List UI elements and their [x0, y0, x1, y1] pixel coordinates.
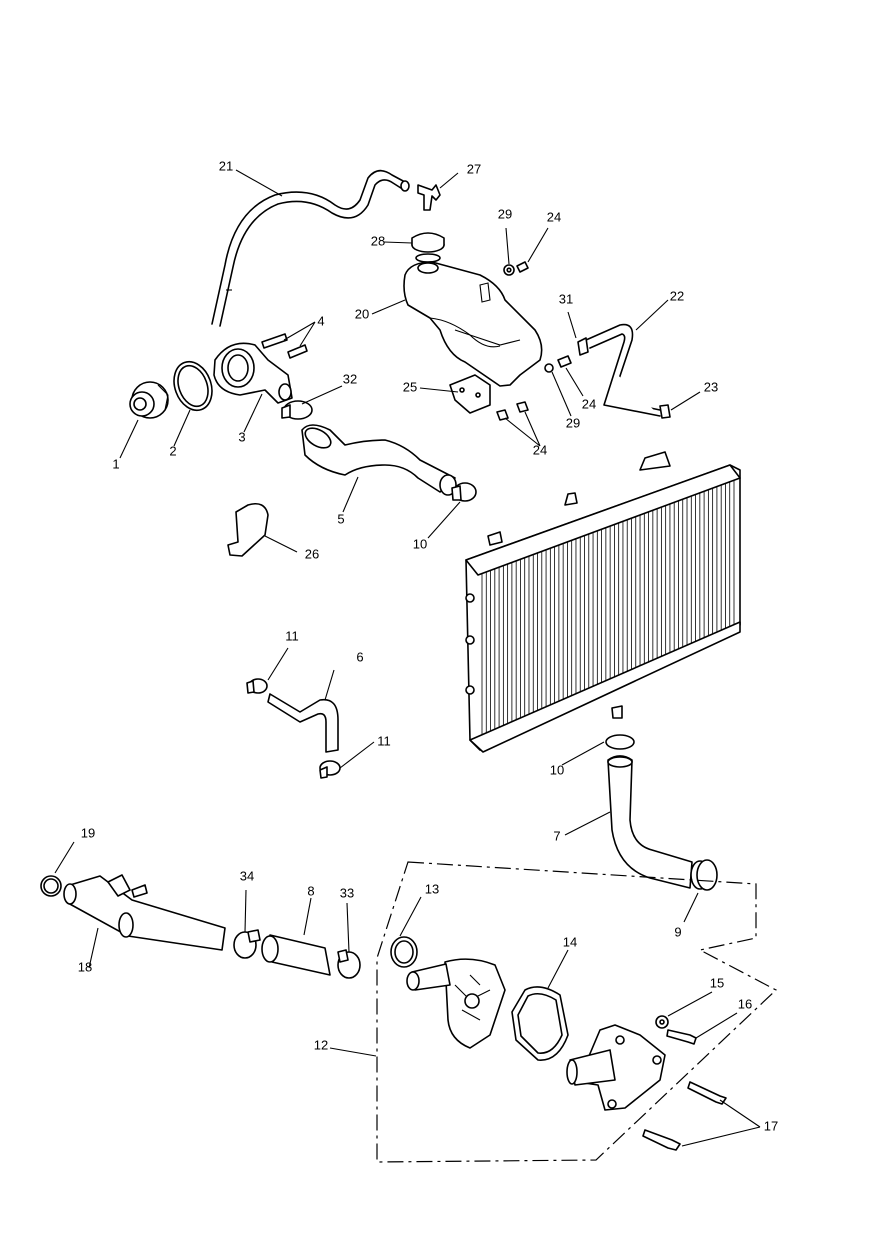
- bypass-hose: [246, 678, 341, 779]
- pump-gasket: [511, 986, 569, 1061]
- callout-labels: 1 2 3 4 5 6 7 8 9 10 10 11 11 12 13 14 1…: [78, 158, 778, 1133]
- callout-17: 17: [764, 1118, 778, 1133]
- connecting-hose: [233, 929, 361, 979]
- callout-19: 19: [81, 825, 95, 840]
- thermostat: [129, 381, 169, 419]
- housing-bolts: [261, 333, 308, 359]
- callout-14: 14: [563, 934, 577, 949]
- overflow-hose: [211, 169, 410, 327]
- callout-10-upper: 10: [413, 536, 427, 551]
- callout-31: 31: [559, 291, 573, 306]
- callout-34: 34: [240, 868, 254, 883]
- callout-3: 3: [238, 429, 245, 444]
- hose-clip-radiator-upper: [451, 482, 477, 502]
- pump-o-ring: [390, 936, 418, 968]
- callout-33: 33: [340, 885, 354, 900]
- callout-2: 2: [169, 443, 176, 458]
- pump-bolts: [642, 1015, 727, 1151]
- radiator-top-hose: [301, 424, 457, 496]
- thermostat-o-ring: [173, 360, 213, 412]
- callout-32: 32: [343, 371, 357, 386]
- callout-11-lower: 11: [377, 733, 391, 748]
- thermostat-housing: [213, 342, 293, 404]
- water-pump: [406, 958, 506, 1049]
- callout-24-right: 24: [582, 396, 596, 411]
- callout-5: 5: [337, 511, 344, 526]
- callout-15: 15: [710, 975, 724, 990]
- pump-cover: [566, 1024, 666, 1111]
- callout-1: 1: [112, 456, 119, 471]
- leader-lines: [54, 169, 761, 1147]
- callout-29-right: 29: [566, 415, 580, 430]
- hose-clip-upper: [281, 400, 313, 420]
- radiator-bottom-hose: [605, 734, 718, 891]
- expansion-tank-cap: [411, 232, 445, 263]
- callout-27: 27: [467, 161, 481, 176]
- callout-25: 25: [403, 379, 417, 394]
- callout-23: 23: [704, 379, 718, 394]
- callout-6: 6: [356, 649, 363, 664]
- callout-12: 12: [314, 1037, 328, 1052]
- callout-24-top: 24: [547, 209, 561, 224]
- tank-mounting-hardware: [496, 261, 572, 421]
- callout-4: 4: [317, 313, 324, 328]
- callout-21: 21: [219, 158, 233, 173]
- callout-10-lower: 10: [550, 762, 564, 777]
- callout-7: 7: [553, 828, 560, 843]
- callout-13: 13: [425, 881, 439, 896]
- callout-29-top: 29: [498, 206, 512, 221]
- callout-11-upper: 11: [285, 628, 299, 643]
- callout-16: 16: [738, 996, 752, 1011]
- callout-20: 20: [355, 306, 369, 321]
- callout-8: 8: [307, 883, 314, 898]
- callout-9: 9: [674, 924, 681, 939]
- callout-26: 26: [305, 546, 319, 561]
- radiator: [465, 451, 741, 753]
- breather-hose: [577, 323, 671, 419]
- expansion-tank: [403, 261, 543, 387]
- callout-22: 22: [670, 288, 684, 303]
- water-pipe: [40, 874, 226, 951]
- tank-bracket: [449, 374, 491, 414]
- heat-shield: [227, 502, 269, 557]
- callout-18: 18: [78, 959, 92, 974]
- hose-fitting: [417, 184, 441, 211]
- callout-24-bottom: 24: [533, 442, 547, 457]
- water-pump-assembly-outline: [376, 861, 778, 1163]
- callout-28: 28: [371, 233, 385, 248]
